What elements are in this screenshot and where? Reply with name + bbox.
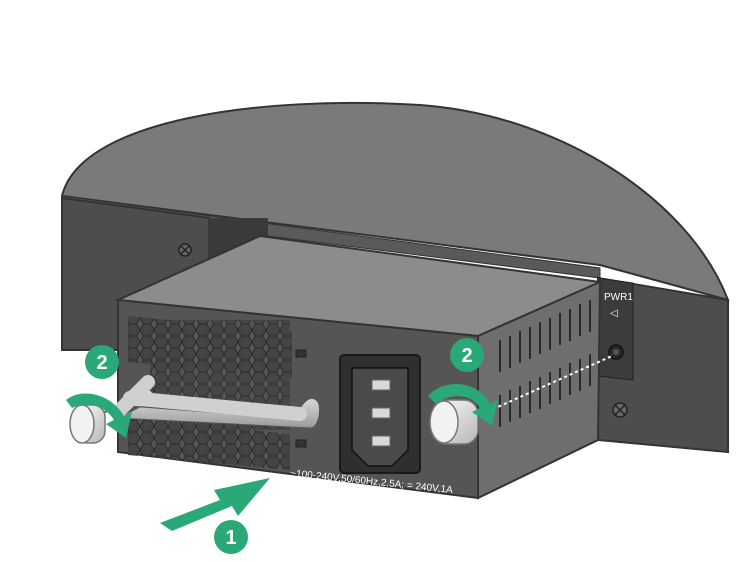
step-1-number: 1 — [225, 527, 236, 549]
rotate-arrow-icon — [428, 384, 498, 426]
green-insert-arrow-icon — [160, 478, 270, 531]
step-2-badge-left: 2 — [85, 345, 119, 379]
step-2-badge-right: 2 — [450, 338, 484, 372]
step-2-number: 2 — [461, 345, 472, 367]
rotate-arrow-icon — [66, 393, 132, 438]
slot-arrow-icon: ◁ — [610, 308, 618, 319]
step-2-number: 2 — [96, 352, 107, 374]
captive-screw-icon — [429, 399, 479, 445]
step-1-badge: 1 — [214, 520, 248, 554]
latch-icon — [295, 349, 307, 448]
chassis-top — [60, 101, 730, 302]
vent-grid-icon — [499, 300, 591, 427]
captive-screw-icon — [69, 404, 106, 444]
slot-label: PWR1 — [604, 292, 633, 303]
psu-handle-arm — [113, 375, 155, 417]
psu-handle-bar — [123, 391, 307, 421]
switch-chassis: PWR1 ◁ — [60, 101, 730, 454]
power-socket-icon — [339, 354, 421, 474]
power-supply-module: ~100-240V,50/60Hz,2.5A; = 240V,1A — [114, 234, 604, 500]
